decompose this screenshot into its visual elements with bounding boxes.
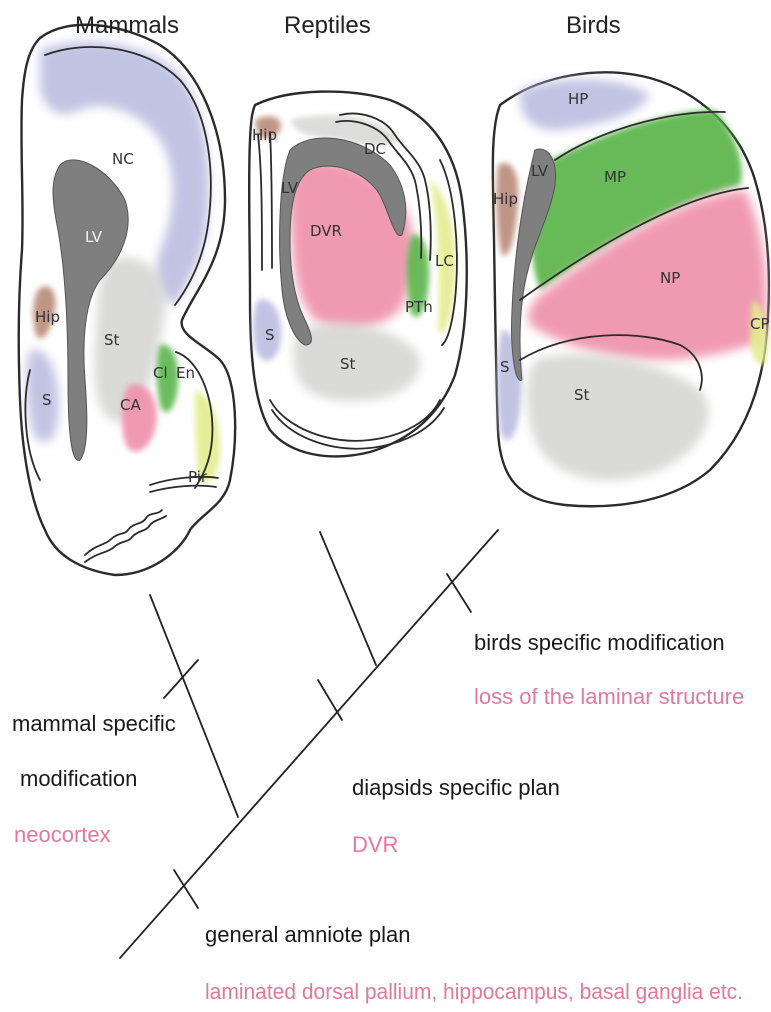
phylogenetic-tree: [120, 530, 498, 958]
label-mp: MP: [604, 168, 626, 186]
birds-modification-label: birds specific modification: [474, 630, 725, 655]
label-reptile-st: St: [340, 355, 356, 373]
label-cl: Cl: [153, 364, 168, 382]
tree-bird-tick: [447, 574, 471, 612]
mammal-modification-detail: neocortex: [14, 822, 111, 847]
label-nc: NC: [112, 150, 134, 168]
reptiles-title: Reptiles: [284, 12, 371, 39]
label-bird-st: St: [574, 386, 590, 404]
label-bird-s: S: [500, 358, 510, 376]
mammal-lower-gyrus-2: [85, 516, 166, 562]
tree-main-stem: [120, 530, 498, 958]
tree-reptile-branch: [320, 532, 376, 665]
mammal-pir-fold-2: [150, 486, 216, 492]
label-pir: Pir: [188, 468, 208, 486]
amniote-plan-detail: laminated dorsal pallium, hippocampus, b…: [205, 979, 743, 1004]
label-dc: DC: [364, 140, 386, 158]
label-bird-lv: LV: [531, 162, 549, 180]
label-mammal-lv: LV: [85, 228, 103, 246]
reptile-hippocampus-band: [258, 135, 262, 270]
label-reptile-s: S: [265, 326, 275, 344]
label-en: En: [176, 364, 195, 382]
birds-modification-detail: loss of the laminar structure: [474, 684, 744, 709]
bird-brain-section: [493, 72, 769, 506]
label-dvr: DVR: [310, 222, 342, 240]
birds-title: Birds: [566, 12, 621, 39]
tree-mammal-branch: [150, 595, 238, 817]
label-mammal-st: St: [104, 331, 120, 349]
label-ca: CA: [120, 396, 141, 414]
label-reptile-lv: LV: [281, 179, 299, 197]
reptile-hippocampus-band-2: [270, 132, 272, 268]
reptile-striatum-region: [293, 323, 420, 401]
diapsids-plan-label: diapsids specific plan: [352, 775, 560, 800]
mammal-modification-label-1: mammal specific: [12, 711, 176, 736]
diapsids-plan-detail: DVR: [352, 832, 398, 857]
mammal-lower-gyrus: [85, 510, 162, 555]
mammal-modification-label-2: modification: [20, 766, 137, 791]
label-pth: PTh: [405, 298, 433, 316]
reptile-brain-section: [249, 92, 467, 457]
bird-hippocampus-region: [496, 163, 518, 256]
label-mammal-s: S: [42, 391, 52, 409]
label-cp: CP: [750, 315, 770, 333]
label-np: NP: [660, 269, 680, 287]
label-reptile-hip: Hip: [252, 126, 277, 144]
amygdala-region: [122, 384, 157, 451]
tree-diapsid-tick: [318, 680, 342, 720]
label-mammal-hip: Hip: [35, 308, 60, 326]
mammal-brain-section: [19, 25, 235, 575]
mammals-title: Mammals: [75, 12, 179, 39]
label-hp: HP: [568, 90, 588, 108]
tree-amniote-tick: [174, 870, 198, 908]
label-bird-hip: Hip: [493, 190, 518, 208]
bird-striatum-region: [527, 354, 709, 480]
tree-mammal-tick: [164, 660, 198, 698]
label-lc: LC: [435, 252, 454, 270]
amniote-plan-label: general amniote plan: [205, 922, 410, 947]
